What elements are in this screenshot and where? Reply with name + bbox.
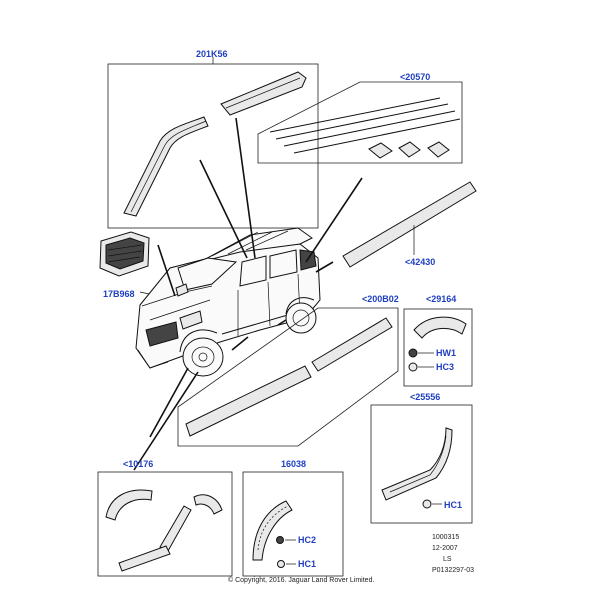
door-strip-part <box>342 181 477 268</box>
grille-group: 17B968 <box>99 231 169 299</box>
front-arch-part <box>252 500 293 561</box>
ref-number: P0132297-03 <box>432 567 474 574</box>
label-hc1-b[interactable]: HC1 <box>298 559 316 569</box>
label-hc3[interactable]: HC3 <box>436 362 454 372</box>
label-rear-flare[interactable]: <25556 <box>410 392 440 402</box>
label-side-panel[interactable]: <200B02 <box>362 294 399 304</box>
label-visor[interactable]: 201K56 <box>196 49 228 59</box>
flare-part <box>413 316 467 339</box>
copyright-text: © Copyright, 2016. Jaguar Land Rover Lim… <box>228 576 374 584</box>
label-mouldings[interactable]: <20570 <box>400 72 430 82</box>
label-hw1[interactable]: HW1 <box>436 348 456 358</box>
visor-rear-part <box>123 116 209 217</box>
clip-pad-3 <box>427 141 450 158</box>
rear-flare-part <box>381 427 453 501</box>
arch-kit-group: <10176 <box>97 459 233 577</box>
visor-group: 201K56 <box>107 49 319 229</box>
visor-front-part <box>220 71 307 116</box>
side-panel-group: <200B02 <box>177 294 399 447</box>
arch-part-1 <box>105 489 153 521</box>
rear-flare-frame <box>370 404 473 524</box>
arch-part-2 <box>193 494 223 515</box>
leader-lines <box>133 117 363 471</box>
hc1-fastener-a <box>422 499 432 509</box>
side-panel-frame <box>177 307 399 447</box>
arch-part-3 <box>159 505 192 552</box>
flare-kit-group: <29164 HW1 HC3 <box>403 294 473 387</box>
hc3-fastener <box>408 362 418 372</box>
label-arch-kit[interactable]: <10176 <box>123 459 153 469</box>
flare-kit-frame <box>403 308 473 387</box>
label-hc1-a[interactable]: HC1 <box>444 500 462 510</box>
label-grille[interactable]: 17B968 <box>103 289 135 299</box>
label-hc2[interactable]: HC2 <box>298 535 316 545</box>
ref-code: 1000315 <box>432 534 459 541</box>
reference-info: 1000315 12-2007 LS P0132297-03 © Copyrig… <box>228 534 474 584</box>
front-arch-frame <box>242 471 344 577</box>
vehicle-illustration <box>135 227 321 377</box>
mouldings-frame <box>257 81 463 164</box>
rear-flare-group: <25556 HC1 <box>370 392 473 524</box>
clip-pad-1 <box>368 142 393 159</box>
arch-kit-frame <box>97 471 233 577</box>
side-panel-upper <box>311 317 393 372</box>
ref-region: LS <box>443 556 452 563</box>
arch-part-4 <box>118 545 171 572</box>
label-door-strip[interactable]: <42430 <box>405 257 435 267</box>
clip-pad-2 <box>398 141 421 158</box>
side-panel-lower <box>185 365 312 437</box>
front-arch-group: 16038 HC2 HC1 <box>242 459 344 577</box>
hc1-fastener-b <box>277 560 285 568</box>
mouldings-group: <20570 <box>257 72 463 164</box>
label-flare-kit[interactable]: <29164 <box>426 294 456 304</box>
door-strip-group: <42430 <box>342 181 477 268</box>
ref-date: 12-2007 <box>432 545 458 552</box>
hc2-fastener <box>276 536 284 544</box>
label-front-arch[interactable]: 16038 <box>281 459 306 469</box>
hw1-fastener <box>408 348 418 358</box>
